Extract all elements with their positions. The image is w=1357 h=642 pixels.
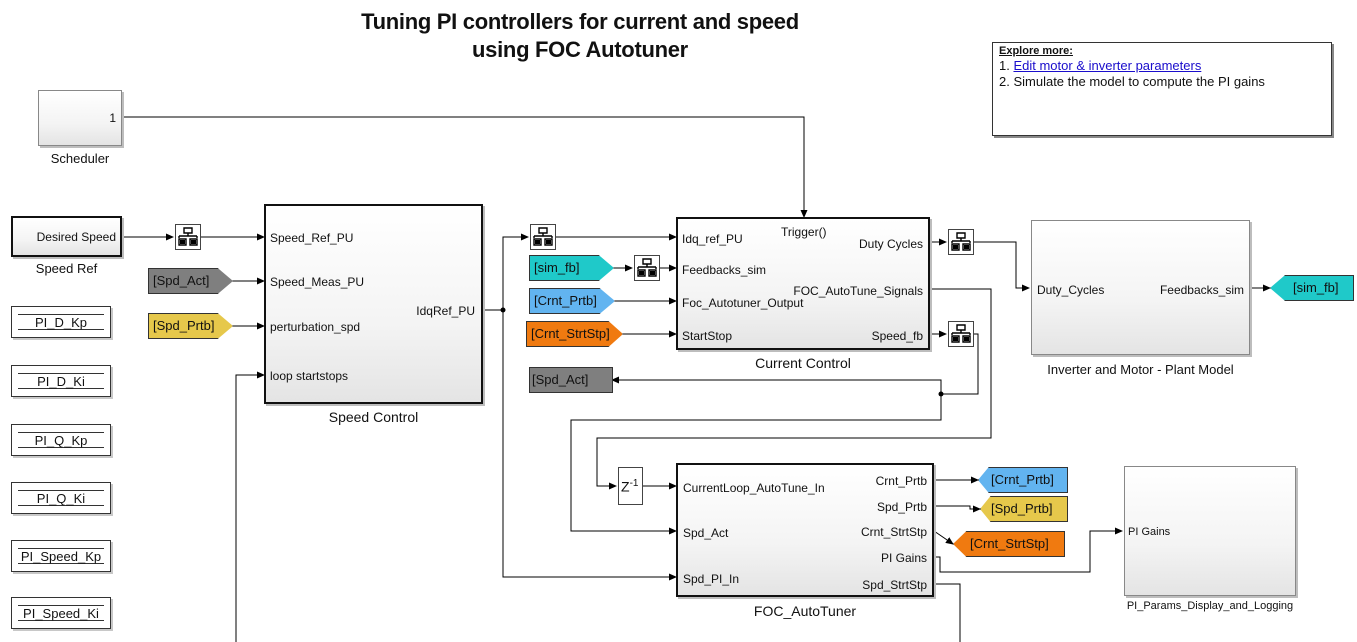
constant-pi-speed-kp[interactable]: PI_Speed_Kp	[11, 540, 111, 572]
tag-label: [Crnt_StrtStp]	[970, 536, 1049, 551]
rate-transition-icon	[178, 227, 198, 246]
port-duty-cycles: Duty Cycles	[858, 237, 923, 251]
goto-tag-crnt-strtstp[interactable]: [Crnt_StrtStp]	[953, 531, 1065, 557]
tag-label: [Crnt_StrtStp]	[531, 326, 610, 341]
constant-label: PI_Speed_Ki	[18, 605, 104, 621]
plant-model-block[interactable]: Duty_Cycles Feedbacks_sim	[1031, 220, 1250, 355]
goto-tag-spd-act[interactable]: [Spd_Act]	[529, 367, 613, 393]
explore-item-1-num: 1.	[999, 58, 1010, 73]
explore-header: Explore more:	[999, 45, 1073, 57]
rate-transition-icon[interactable]	[634, 255, 660, 281]
port-idqref-out: IdqRef_PU	[416, 304, 475, 318]
constant-pi-q-ki[interactable]: PI_Q_Ki	[11, 482, 111, 514]
constant-pi-d-ki[interactable]: PI_D_Ki	[11, 365, 111, 397]
from-tag-spd-prtb[interactable]: [Spd_Prtb]	[148, 313, 233, 339]
port-speed-meas: Speed_Meas_PU	[270, 275, 365, 289]
plant-model-label: Inverter and Motor - Plant Model	[1047, 362, 1234, 377]
constant-label: PI_Q_Ki	[18, 490, 104, 506]
foc-autotuner-block[interactable]: CurrentLoop_AutoTune_In Spd_Act Spd_PI_I…	[676, 463, 934, 597]
port-startstop: StartStop	[682, 329, 733, 343]
port-spd-act: Spd_Act	[683, 526, 729, 540]
constant-pi-q-kp[interactable]: PI_Q_Kp	[11, 424, 111, 456]
port-foc-autotune-signals: FOC_AutoTune_Signals	[793, 284, 923, 298]
pi-params-display-block[interactable]: PI Gains	[1124, 466, 1296, 596]
port-pi-gains-in: PI Gains	[1128, 526, 1171, 538]
rate-transition-icon	[951, 324, 971, 343]
rate-transition-icon[interactable]	[948, 229, 974, 255]
unit-delay-block[interactable]: Z-1	[618, 467, 643, 505]
explore-item-1: 1. Edit motor & inverter parameters	[999, 58, 1325, 74]
foc-autotuner-label: FOC_AutoTuner	[753, 603, 857, 619]
constant-label: PI_Q_Kp	[18, 432, 104, 448]
rate-transition-icon	[637, 258, 657, 277]
delay-base: Z	[621, 478, 630, 495]
pi-params-display-label: PI_Params_Display_and_Logging	[1126, 600, 1294, 612]
tag-label: [Spd_Act]	[153, 273, 210, 288]
port-crnt-strtstp: Crnt_StrtStp	[860, 525, 927, 539]
current-control-block[interactable]: Trigger() Idq_ref_PU Feedbacks_sim Foc_A…	[676, 217, 930, 350]
speed-ref-block[interactable]: Desired Speed	[11, 216, 122, 257]
port-currentloop-autotune-in: CurrentLoop_AutoTune_In	[683, 481, 825, 495]
tag-label: [sim_fb]	[1293, 280, 1339, 295]
port-plant-duty-cycles: Duty_Cycles	[1037, 283, 1105, 297]
constant-pi-d-kp[interactable]: PI_D_Kp	[11, 306, 111, 338]
rate-transition-icon[interactable]	[948, 321, 974, 347]
goto-tag-crnt-prtb[interactable]: [Crnt_Prtb]	[978, 467, 1068, 493]
rate-transition-icon[interactable]	[530, 224, 556, 250]
rate-transition-icon	[951, 232, 971, 251]
explore-more-box: Explore more: 1. Edit motor & inverter p…	[992, 42, 1332, 136]
tag-label: [sim_fb]	[534, 260, 580, 275]
port-speed-ref: Speed_Ref_PU	[270, 231, 354, 245]
title-line-1: Tuning PI controllers for current and sp…	[361, 9, 799, 34]
port-speed-fb: Speed_fb	[871, 329, 923, 343]
port-trigger: Trigger()	[781, 225, 827, 239]
speed-ref-label: Speed Ref	[35, 261, 98, 276]
port-loop-startstops: loop startstops	[270, 369, 349, 383]
port-perturbation: perturbation_spd	[270, 320, 361, 334]
tag-label: [Spd_Prtb]	[153, 318, 215, 333]
port-spd-prtb: Spd_Prtb	[876, 500, 927, 514]
goto-tag-spd-prtb[interactable]: [Spd_Prtb]	[980, 496, 1068, 522]
delay-exponent: -1	[629, 478, 639, 489]
port-plant-feedbacks: Feedbacks_sim	[1159, 283, 1244, 297]
from-tag-spd-act[interactable]: [Spd_Act]	[148, 268, 233, 294]
port-foc-autotuner-output: Foc_Autotuner_Output	[682, 296, 804, 310]
port-crnt-prtb: Crnt_Prtb	[875, 474, 927, 488]
diagram-title: Tuning PI controllers for current and sp…	[300, 8, 860, 64]
port-idq-ref: Idq_ref_PU	[682, 232, 743, 246]
port-spd-pi-in: Spd_PI_In	[683, 572, 740, 586]
speed-control-label: Speed Control	[328, 409, 419, 425]
tag-label: [Crnt_Prtb]	[534, 293, 597, 308]
tag-label: [Crnt_Prtb]	[991, 472, 1054, 487]
port-feedbacks-sim: Feedbacks_sim	[682, 263, 767, 277]
rate-transition-icon[interactable]	[175, 224, 201, 250]
from-tag-crnt-prtb[interactable]: [Crnt_Prtb]	[529, 288, 615, 314]
title-line-2: using FOC Autotuner	[472, 37, 688, 62]
constant-label: PI_Speed_Kp	[18, 548, 104, 564]
constant-pi-speed-ki[interactable]: PI_Speed_Ki	[11, 597, 111, 629]
speed-ref-value: Desired Speed	[36, 230, 116, 244]
constant-label: PI_D_Ki	[18, 373, 104, 389]
constant-label: PI_D_Kp	[18, 314, 104, 330]
explore-item-2: 2. Simulate the model to compute the PI …	[999, 74, 1265, 89]
tag-label: [Spd_Act]	[532, 372, 589, 387]
delay-symbol: Z-1	[621, 478, 638, 495]
tag-label: [Spd_Prtb]	[991, 501, 1053, 516]
scheduler-block[interactable]: 1	[38, 90, 122, 146]
current-control-label: Current Control	[755, 355, 851, 371]
port-spd-strtstp: Spd_StrtStp	[862, 578, 927, 592]
scheduler-port-out: 1	[109, 111, 116, 125]
from-tag-sim-fb[interactable]: [sim_fb]	[529, 255, 614, 281]
speed-control-block[interactable]: Speed_Ref_PU Speed_Meas_PU perturbation_…	[264, 204, 483, 404]
goto-tag-sim-fb[interactable]: [sim_fb]	[1270, 275, 1354, 301]
from-tag-crnt-strtstp[interactable]: [Crnt_StrtStp]	[526, 321, 623, 347]
edit-parameters-link[interactable]: Edit motor & inverter parameters	[1013, 58, 1202, 73]
rate-transition-icon	[533, 227, 553, 246]
scheduler-label: Scheduler	[50, 151, 110, 166]
port-pi-gains: PI Gains	[880, 551, 927, 565]
